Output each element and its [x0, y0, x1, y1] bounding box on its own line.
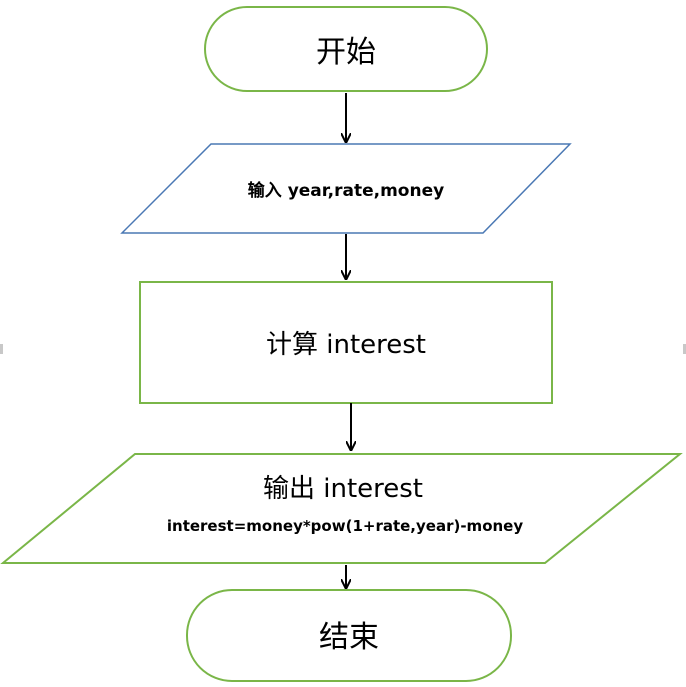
- right-edge-mark: [683, 344, 686, 354]
- input-parallelogram-shape: [120, 143, 572, 234]
- start-terminal-shape: [204, 6, 488, 92]
- end-label: 结束: [319, 620, 379, 655]
- left-edge-mark: [0, 344, 3, 354]
- output-parallelogram-shape: [0, 453, 683, 564]
- output-label: 输出 interest: [263, 474, 423, 504]
- process-node: 计算 interest: [139, 281, 553, 404]
- output-node: 输出 interest interest=money*pow(1+rate,ye…: [0, 453, 683, 564]
- output-formula: interest=money*pow(1+rate,year)-money: [167, 517, 523, 535]
- end-terminal-shape: [186, 589, 512, 682]
- input-node: 输入 year,rate,money: [120, 143, 572, 234]
- process-label: 计算 interest: [266, 330, 426, 360]
- start-node: 开始: [204, 6, 488, 92]
- input-label: 输入 year,rate,money: [248, 180, 444, 201]
- process-rectangle-shape: [139, 281, 553, 404]
- start-label: 开始: [316, 35, 376, 70]
- end-node: 结束: [186, 589, 512, 682]
